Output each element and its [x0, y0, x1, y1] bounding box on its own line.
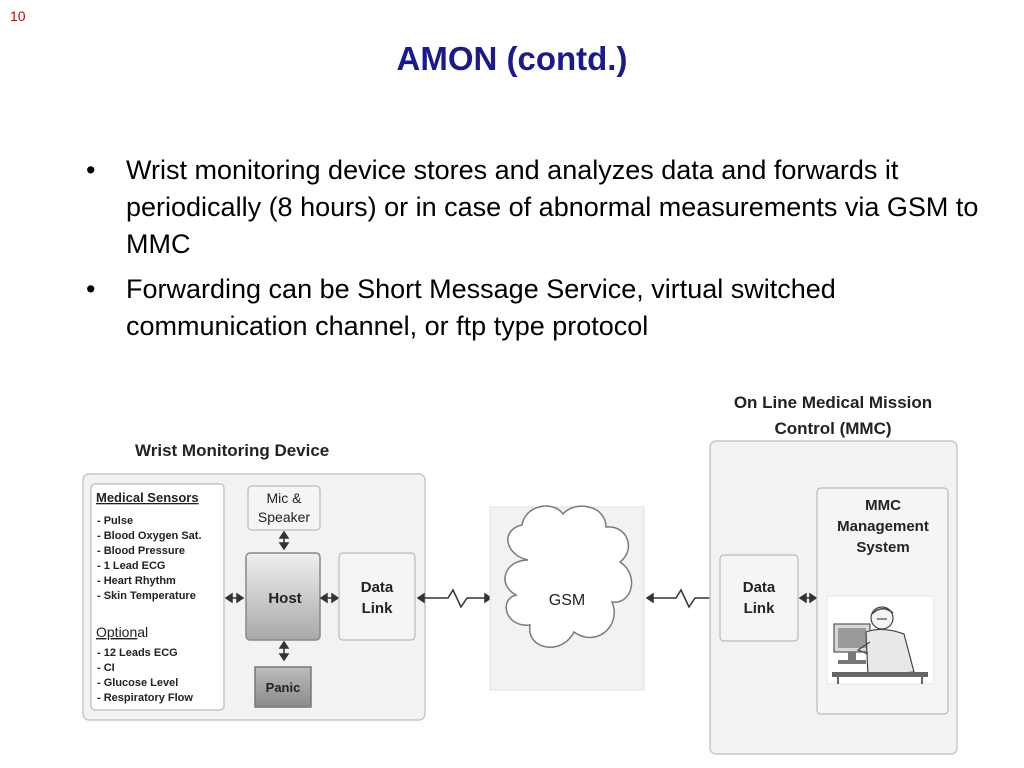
- mms-label: Management: [837, 518, 929, 535]
- gsm-label: GSM: [549, 592, 585, 609]
- host-label: Host: [268, 590, 301, 607]
- data-link-label: Data: [743, 579, 776, 596]
- double-arrow-icon: [224, 592, 245, 604]
- speaker-label: Speaker: [258, 509, 310, 525]
- slide-title: AMON (contd.): [396, 40, 628, 77]
- bullet-marker: •: [86, 155, 96, 185]
- double-arrow-icon: [319, 592, 340, 604]
- data-link-label: Link: [744, 600, 775, 617]
- operator-at-computer-icon: [826, 595, 935, 685]
- bullet-item: • Wrist monitoring device stores and ana…: [86, 152, 986, 263]
- panic-button-box: [254, 666, 312, 708]
- mmc-data-link-box: [719, 554, 799, 642]
- slide-number: 10: [10, 8, 26, 24]
- optional-item: - Respiratory Flow: [97, 692, 193, 704]
- mms-label: System: [856, 539, 909, 556]
- optional-item: - CI: [97, 662, 115, 674]
- optional-heading-underlined: Option: [96, 624, 137, 640]
- sensor-item: - Blood Oxygen Sat.: [97, 530, 202, 542]
- sensor-item: - Heart Rhythm: [97, 575, 176, 587]
- sensor-item: - Pulse: [97, 515, 133, 527]
- sensors-heading: Medical Sensors: [96, 490, 199, 505]
- optional-item: - Glucose Level: [97, 677, 178, 689]
- double-arrow-icon: [798, 592, 818, 604]
- double-arrow-icon: [278, 640, 290, 662]
- mmc-title-line2: Control (MMC): [774, 419, 891, 438]
- optional-item: - 12 Leads ECG: [97, 647, 178, 659]
- bullet-text: Forwarding can be Short Message Service,…: [126, 274, 836, 341]
- gsm-cloud-icon: [504, 505, 633, 648]
- data-link-label: Link: [362, 600, 393, 617]
- optional-heading: Optional: [96, 624, 148, 640]
- mic-label: Mic &: [267, 490, 303, 506]
- wireless-link-icon: [416, 588, 493, 609]
- mms-label: MMC: [865, 497, 901, 514]
- sensor-item: - 1 Lead ECG: [97, 560, 165, 572]
- host-box: [245, 552, 321, 641]
- bullet-marker: •: [86, 274, 96, 304]
- sensor-item: - Skin Temperature: [97, 590, 196, 602]
- bullet-item: • Forwarding can be Short Message Servic…: [86, 271, 986, 345]
- mmc-title: On Line Medical Mission: [734, 393, 932, 412]
- wireless-link-icon: [645, 588, 720, 609]
- sensors-box: [90, 483, 225, 711]
- panic-label: Panic: [266, 680, 301, 695]
- bullet-list: • Wrist monitoring device stores and ana…: [86, 152, 986, 353]
- wmd-data-link-box: [338, 552, 416, 641]
- wmd-title: Wrist Monitoring Device: [135, 441, 329, 460]
- sensor-item: - Blood Pressure: [97, 545, 185, 557]
- double-arrow-icon: [278, 530, 290, 551]
- data-link-label: Data: [361, 579, 394, 596]
- bullet-text: Wrist monitoring device stores and analy…: [126, 155, 979, 259]
- optional-heading-rest: al: [137, 624, 148, 640]
- mic-speaker-box: [247, 485, 321, 531]
